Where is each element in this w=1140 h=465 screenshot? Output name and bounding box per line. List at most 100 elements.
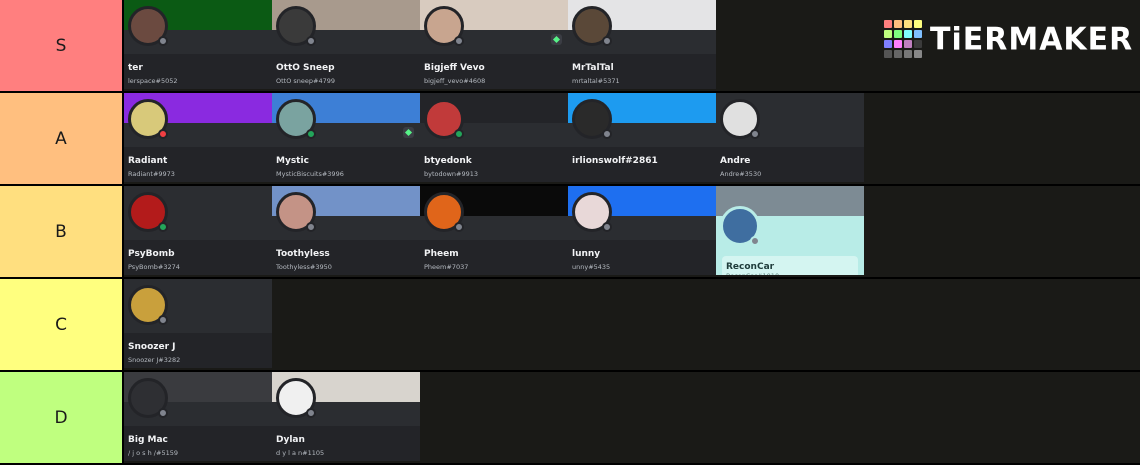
tier-item-card[interactable]: Snoozer J Snoozer J#3282 <box>124 279 272 368</box>
status-dot-icon <box>158 222 168 232</box>
status-dot-icon <box>158 315 168 325</box>
avatar <box>128 6 168 46</box>
logo-grid-icon <box>884 20 922 58</box>
display-name: lunny <box>572 249 601 259</box>
status-dot-icon <box>750 129 760 139</box>
tier-items: Big Mac / j o s h /#5159 Dylan d y l a n#11… <box>124 372 420 463</box>
tier-row-c: C Snoozer J Snoozer J#3282 <box>0 279 1140 372</box>
username: mrtaltal#5371 <box>572 77 620 85</box>
logo-square <box>914 30 922 38</box>
display-name: btyedonk <box>424 156 472 166</box>
logo-square <box>904 50 912 58</box>
status-dot-icon <box>306 408 316 418</box>
username: lerspace#5052 <box>128 77 178 85</box>
logo-square <box>884 20 892 28</box>
tier-label[interactable]: D <box>0 372 124 463</box>
display-name: Dylan <box>276 435 305 445</box>
status-dot-icon <box>454 36 464 46</box>
display-name: PsyBomb <box>128 249 175 259</box>
nitro-badge-icon <box>403 127 414 138</box>
display-name: OttO Sneep <box>276 63 335 73</box>
display-name: ReconCar <box>726 262 775 272</box>
tier-item-card[interactable]: Bigjeff Vevo bigjeff_vevo#4608 <box>420 0 568 89</box>
tier-item-card[interactable]: ter lerspace#5052 <box>124 0 272 89</box>
username: bigjeff_vevo#4608 <box>424 77 486 85</box>
logo-square <box>884 50 892 58</box>
tier-label[interactable]: A <box>0 93 124 184</box>
avatar <box>276 192 316 232</box>
tier-item-card[interactable]: irlionswolf#2861 <box>568 93 716 182</box>
tier-item-card[interactable]: ReconCarReconCar#1010 <box>716 186 864 275</box>
logo-text: TiERMAKER <box>930 20 1134 58</box>
username: OttO sneep#4799 <box>276 77 336 85</box>
tier-label[interactable]: C <box>0 279 124 370</box>
username: bytodown#9913 <box>424 170 479 178</box>
tier-label[interactable]: B <box>0 186 124 277</box>
tier-item-card[interactable]: btyedonk bytodown#9913 <box>420 93 568 182</box>
status-dot-icon <box>306 36 316 46</box>
username: MysticBiscuits#3996 <box>276 170 344 178</box>
tier-items: Snoozer J Snoozer J#3282 <box>124 279 272 370</box>
status-dot-icon <box>602 222 612 232</box>
display-name: ter <box>128 63 143 73</box>
username: / j o s h /#5159 <box>128 449 178 457</box>
username: Toothyless#3950 <box>276 263 332 271</box>
logo-square <box>914 20 922 28</box>
status-dot-icon <box>750 236 760 246</box>
display-name: Toothyless <box>276 249 330 259</box>
tiermaker-logo: TiERMAKER <box>884 20 1133 58</box>
logo-square <box>884 30 892 38</box>
status-dot-icon <box>306 129 316 139</box>
username: ReconCar#1010 <box>726 272 779 275</box>
display-name: Radiant <box>128 156 168 166</box>
status-dot-icon <box>158 36 168 46</box>
profile-name-panel <box>722 256 858 275</box>
logo-square <box>904 40 912 48</box>
username: Radiant#9973 <box>128 170 175 178</box>
avatar <box>128 99 168 139</box>
username: Snoozer J#3282 <box>128 356 181 364</box>
logo-square <box>894 20 902 28</box>
username: d y l a n#1105 <box>276 449 325 457</box>
logo-square <box>884 40 892 48</box>
display-name: Bigjeff Vevo <box>424 63 485 73</box>
status-dot-icon <box>454 222 464 232</box>
logo-square <box>914 50 922 58</box>
tier-item-card[interactable]: Dylan d y l a n#1105 <box>272 372 420 461</box>
logo-square <box>904 30 912 38</box>
status-dot-icon <box>602 129 612 139</box>
logo-square <box>914 40 922 48</box>
status-dot-icon <box>454 129 464 139</box>
tier-label[interactable]: S <box>0 0 124 91</box>
avatar <box>276 378 316 418</box>
logo-square <box>894 40 902 48</box>
avatar <box>720 206 760 246</box>
display-name: Snoozer J <box>128 342 176 352</box>
tier-item-card[interactable]: Big Mac / j o s h /#5159 <box>124 372 272 461</box>
display-name: irlionswolf#2861 <box>572 156 658 166</box>
logo-square <box>894 50 902 58</box>
status-dot-icon <box>158 129 168 139</box>
tier-row-d: D Big Mac / j o s h /#5159 Dylan d y l a n#1… <box>0 372 1140 465</box>
avatar <box>572 99 612 139</box>
display-name: Mystic <box>276 156 309 166</box>
username: Pheem#7037 <box>424 263 469 271</box>
status-dot-icon <box>158 408 168 418</box>
username: Andre#3530 <box>720 170 762 178</box>
display-name: Big Mac <box>128 435 168 445</box>
